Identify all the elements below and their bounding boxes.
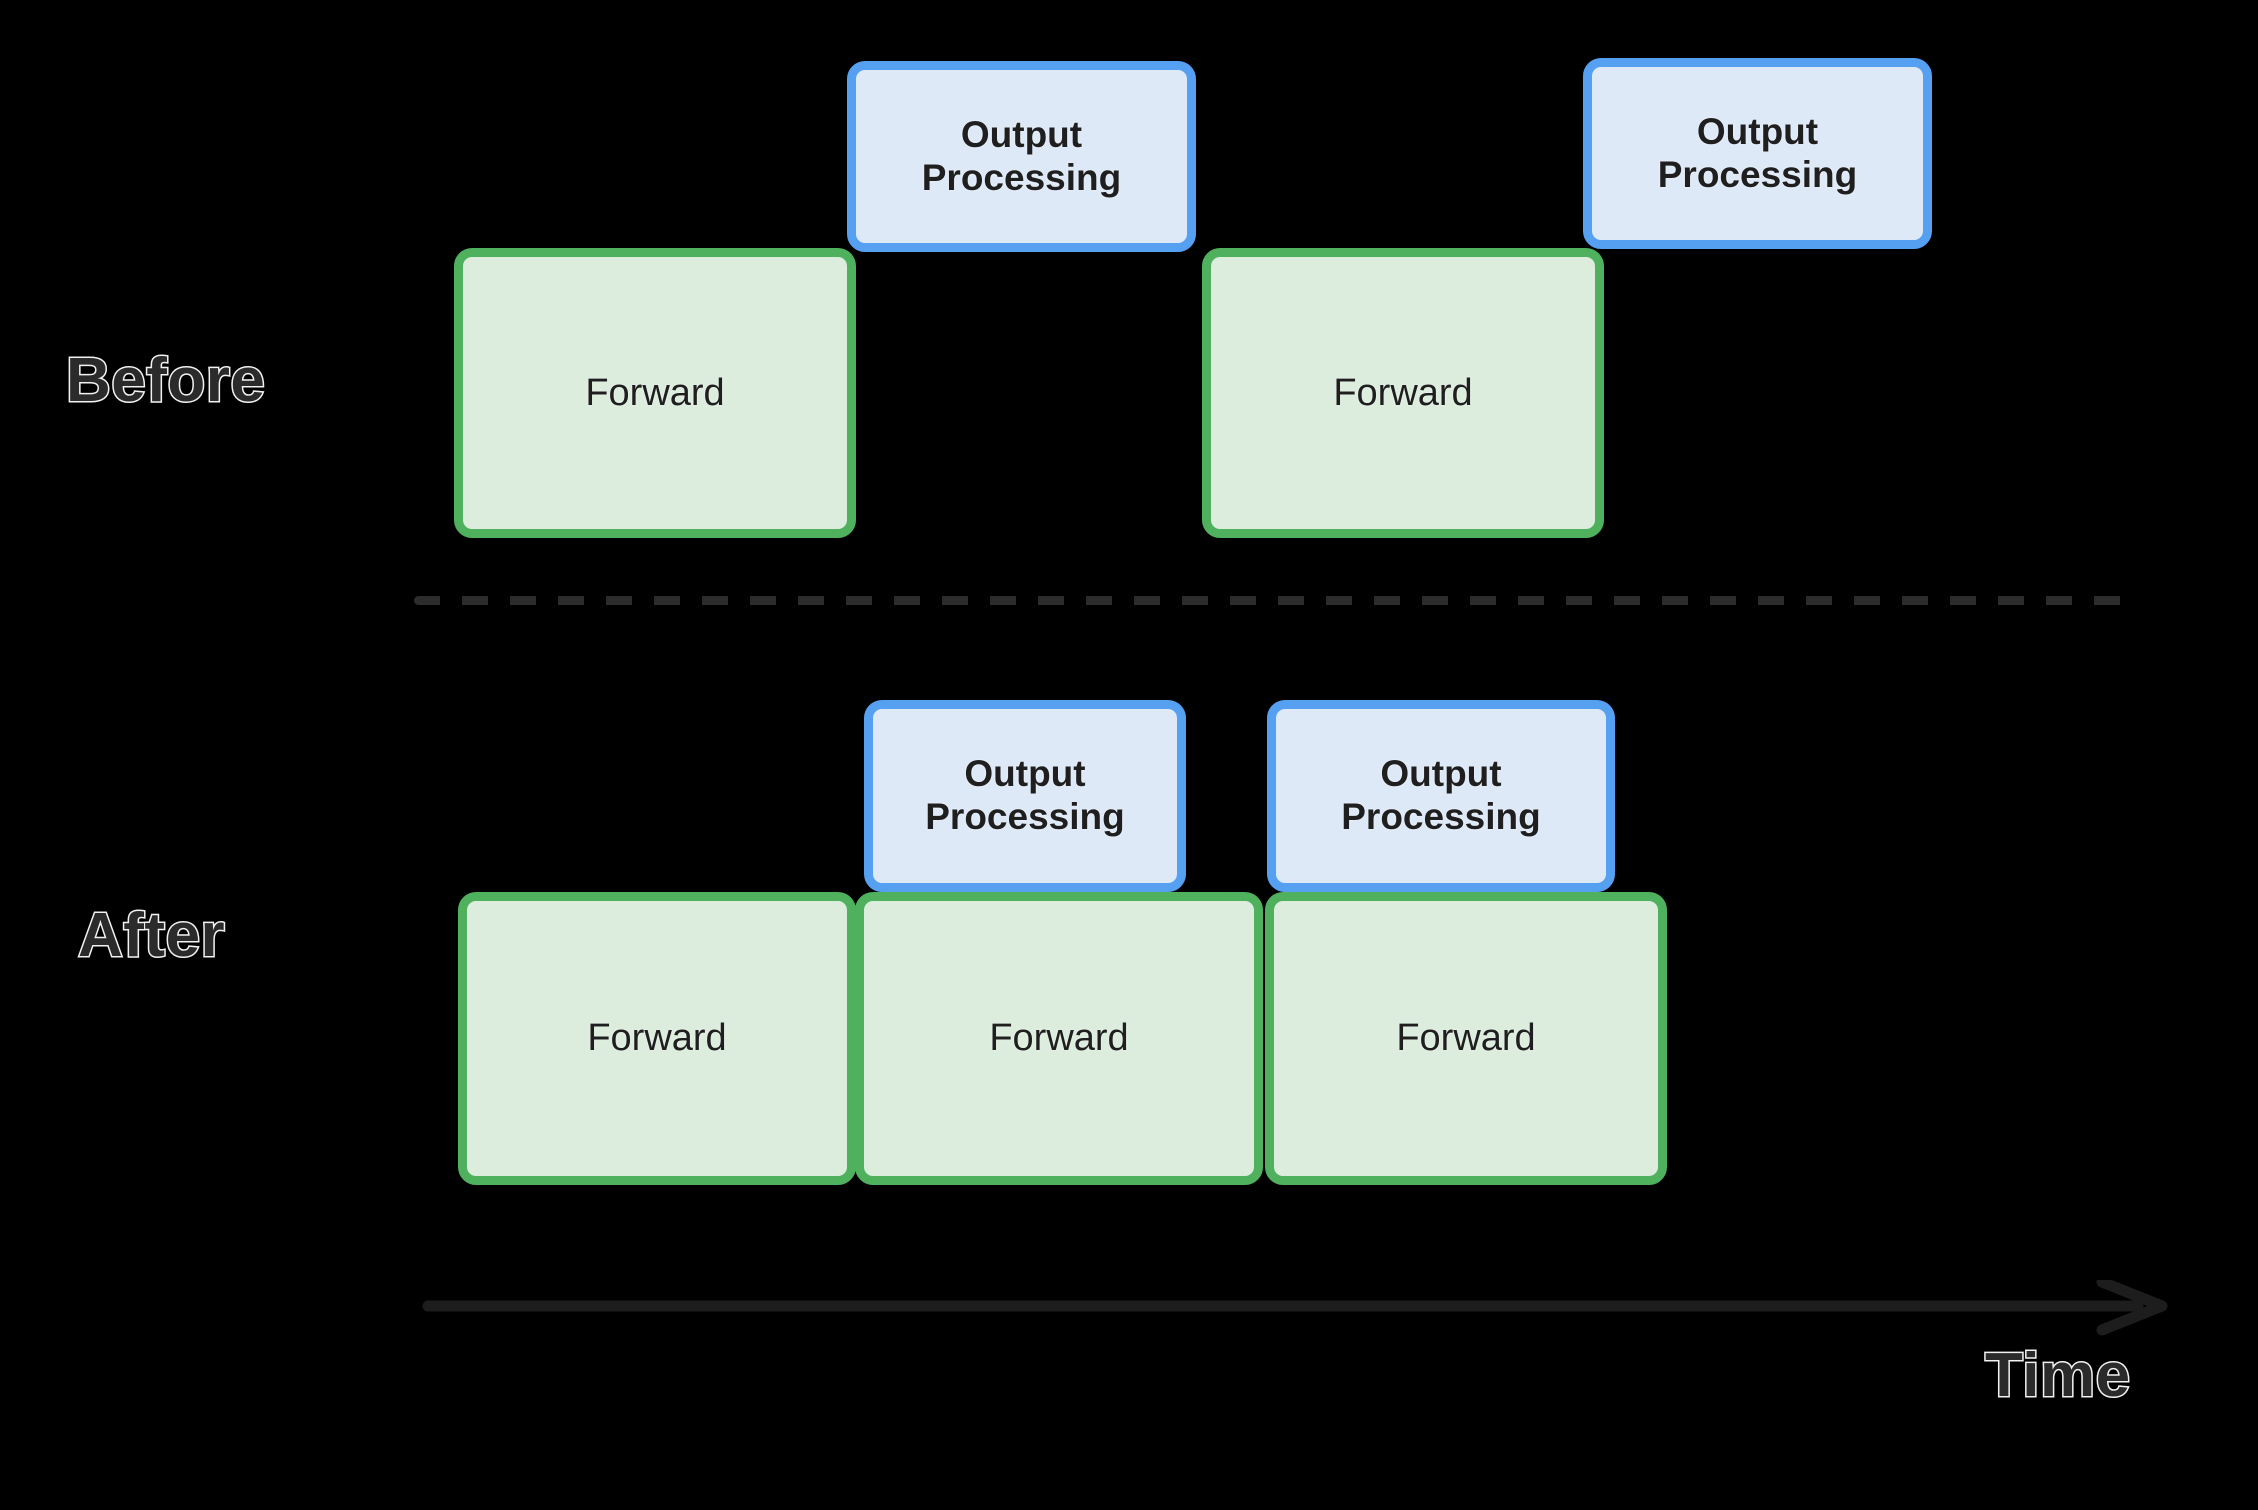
before-forward-block-1: Forward [454, 248, 856, 538]
block-label: Forward [585, 371, 725, 414]
after-forward-block-3: Forward [1265, 892, 1667, 1185]
block-label: Forward [1396, 1017, 1536, 1060]
after-forward-block-2: Forward [855, 892, 1263, 1185]
block-label: Output Processing [925, 753, 1125, 837]
before-output-processing-block-1: Output Processing [847, 61, 1196, 252]
time-axis-arrowhead-icon [2096, 1280, 2168, 1336]
block-label: Output Processing [1657, 110, 1858, 195]
time-axis-label: Time [1984, 1341, 2132, 1410]
time-axis-arrow [422, 1280, 2168, 1336]
before-output-processing-block-2: Output Processing [1583, 58, 1932, 249]
block-label: Forward [989, 1017, 1129, 1060]
block-label: Forward [587, 1017, 727, 1060]
row-label-after: After [76, 901, 226, 970]
block-label: Forward [1333, 371, 1473, 414]
block-label: Output Processing [921, 113, 1122, 198]
row-label-before: Before [64, 346, 266, 415]
block-label: Output Processing [1341, 753, 1541, 837]
section-divider-dashed [414, 596, 2130, 605]
after-output-processing-block-2: Output Processing [1267, 700, 1615, 892]
after-forward-block-1: Forward [458, 892, 856, 1185]
before-forward-block-2: Forward [1202, 248, 1604, 538]
after-output-processing-block-1: Output Processing [864, 700, 1186, 892]
